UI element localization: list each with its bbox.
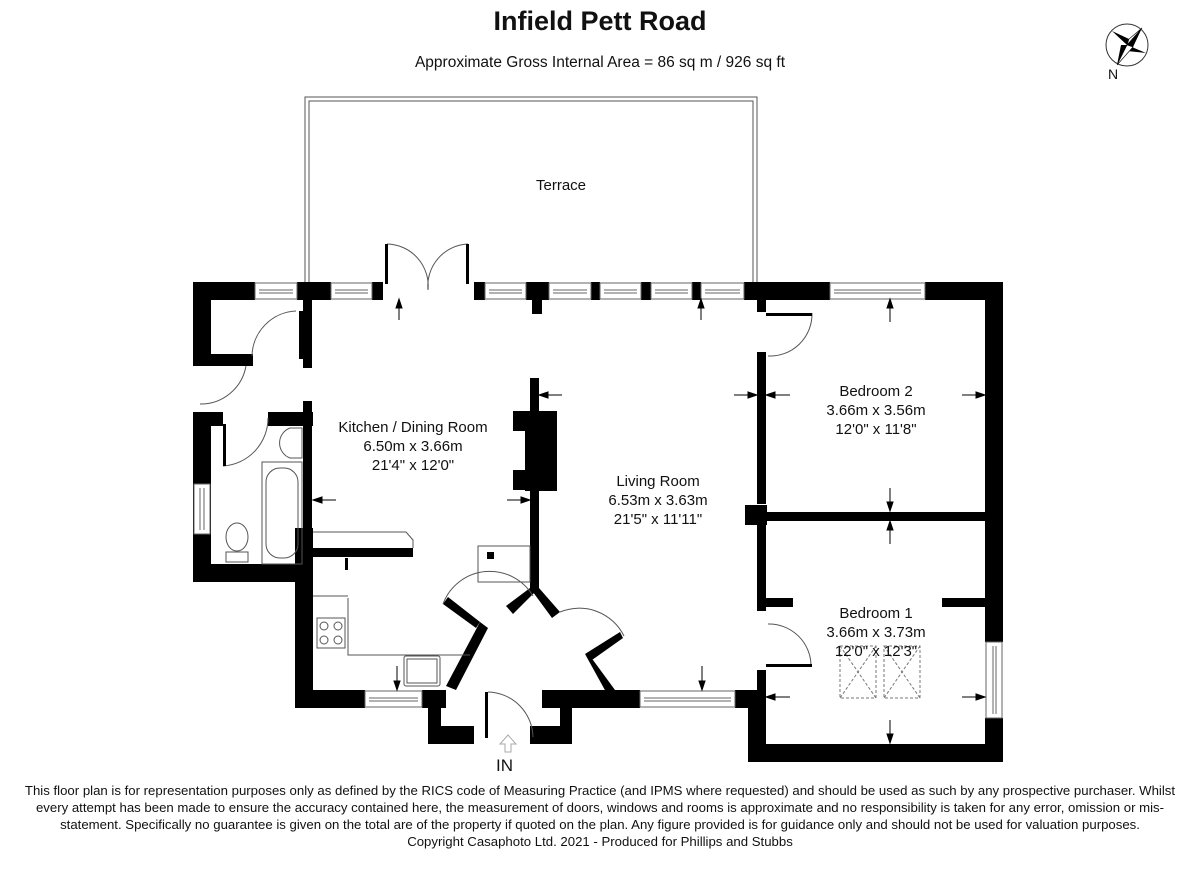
room-label-kitchen: Kitchen / Dining Room 6.50m x 3.66m 21'4…	[318, 418, 508, 475]
room-label-bedroom-1: Bedroom 1 3.66m x 3.73m 12'0" x 12'3"	[806, 604, 946, 661]
room-imperial: 21'5" x 11'11"	[613, 511, 703, 528]
entrance-label: IN	[496, 756, 513, 775]
gross-area: Approximate Gross Internal Area = 86 sq …	[414, 54, 786, 71]
stove-marker	[487, 552, 494, 559]
room-imperial: 12'0" x 11'8"	[835, 421, 917, 438]
walls	[193, 282, 1003, 762]
compass-rose-icon	[1105, 23, 1149, 67]
plan-title: Infield Pett Road	[493, 6, 707, 36]
room-label-terrace: Terrace	[511, 176, 611, 195]
footer: This floor plan is for representation pu…	[20, 782, 1180, 850]
doors	[199, 243, 813, 738]
kitchen-fixtures	[313, 531, 531, 687]
room-imperial: 12'0" x 12'3"	[834, 643, 918, 660]
room-metric: 6.53m x 3.63m	[608, 492, 708, 509]
room-name: Bedroom 1	[839, 605, 913, 622]
room-name: Living Room	[616, 473, 700, 490]
measurement-arrows	[311, 297, 987, 745]
room-metric: 3.66m x 3.73m	[826, 624, 926, 641]
room-metric: 3.66m x 3.56m	[826, 402, 926, 419]
room-name: Bedroom 2	[839, 383, 913, 400]
door-leaves	[223, 244, 812, 738]
room-label-bedroom-2: Bedroom 2 3.66m x 3.56m 12'0" x 11'8"	[806, 382, 946, 439]
room-label-living: Living Room 6.53m x 3.63m 21'5" x 11'11"	[588, 472, 728, 529]
windows	[193, 282, 1003, 719]
copyright-text: Copyright Casaphoto Ltd. 2021 - Produced…	[407, 834, 793, 849]
room-name: Kitchen / Dining Room	[338, 419, 488, 436]
disclaimer-text: This floor plan is for representation pu…	[24, 783, 1176, 832]
room-name: Terrace	[535, 177, 587, 194]
room-imperial: 21'4" x 12'0"	[371, 457, 455, 474]
terrace-outline	[304, 96, 758, 283]
bathroom-fixtures	[225, 427, 303, 565]
skylights	[839, 645, 921, 699]
entrance-arrow-icon	[498, 734, 518, 753]
compass-north-label: N	[1108, 66, 1119, 82]
room-metric: 6.50m x 3.66m	[363, 438, 463, 455]
